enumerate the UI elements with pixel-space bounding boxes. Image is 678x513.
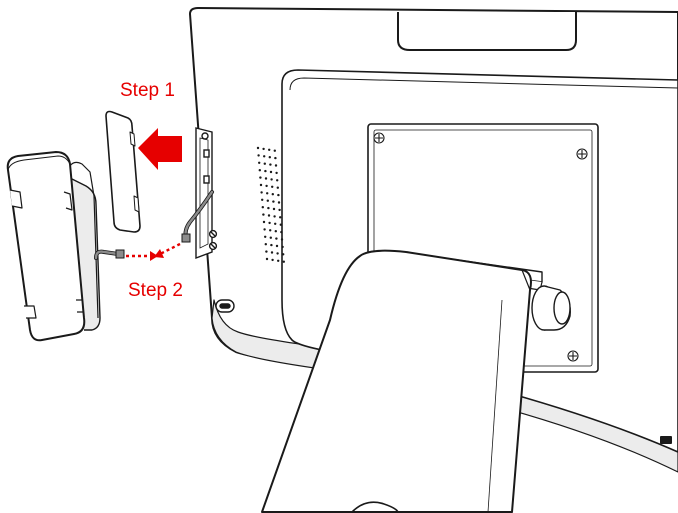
vent-hole (276, 252, 279, 255)
vent-hole (271, 185, 274, 188)
accessory-module (6, 151, 101, 342)
vent-hole (266, 192, 269, 195)
vent-hole (265, 250, 268, 253)
vent-hole (256, 146, 260, 150)
vent-hole (275, 244, 279, 248)
vent-hole (264, 235, 267, 238)
vent-hole (265, 257, 269, 261)
vent-hole (273, 215, 276, 218)
screw-icon (567, 350, 579, 362)
cables (94, 190, 214, 260)
stand-neck (261, 249, 532, 513)
step1-arrow-icon (138, 128, 182, 170)
ventilation-grille (256, 146, 285, 263)
lock-slot (215, 299, 235, 313)
vent-hole (267, 214, 271, 217)
vent-hole (266, 199, 269, 202)
vent-hole (274, 156, 277, 160)
vent-hole (263, 155, 266, 158)
vent-hole (263, 162, 266, 165)
vent-hole (269, 229, 272, 232)
vent-hole (270, 178, 273, 181)
vent-hole (270, 243, 273, 247)
vent-hole (268, 221, 271, 225)
vent-hole (262, 213, 265, 216)
vent-hole (269, 163, 272, 166)
vent-hole (268, 148, 271, 151)
vent-hole (269, 236, 272, 239)
back-plate-inner-edge (289, 77, 678, 91)
vent-hole (275, 237, 278, 240)
vent-hole (275, 171, 278, 175)
vent-hole (264, 169, 267, 173)
top-handle (397, 12, 577, 51)
vent-hole (272, 200, 275, 203)
module-cable-connector (115, 249, 125, 259)
screw-icon (576, 148, 588, 160)
vent-hole (272, 207, 276, 211)
vent-hole (280, 230, 283, 234)
vent-hole (269, 170, 273, 174)
vent-hole (278, 208, 281, 212)
vent-hole (263, 228, 266, 231)
vent-hole (261, 206, 264, 209)
vent-hole (281, 245, 284, 249)
step2-label: Step 2 (128, 280, 183, 301)
vent-hole (276, 186, 279, 189)
vent-hole (276, 179, 279, 182)
vent-hole (282, 260, 285, 263)
screw-icon (373, 132, 385, 144)
vent-hole (258, 169, 261, 172)
vent-hole (277, 259, 280, 262)
stand-base-cutout (351, 501, 399, 513)
vent-hole (282, 253, 285, 256)
arrowhead-right-icon (150, 251, 158, 261)
vent-hole (264, 177, 268, 180)
bottom-right-port (660, 436, 672, 444)
vent-hole (277, 201, 281, 204)
vent-hole (279, 216, 282, 219)
hinge-knob (531, 285, 571, 331)
vent-hole (262, 147, 265, 151)
vent-hole (280, 238, 284, 241)
step2-dotted-arrows (126, 242, 181, 258)
vent-hole (258, 161, 261, 164)
vent-hole (261, 198, 264, 201)
dotted-arrow-left-icon (159, 242, 181, 256)
vent-hole (265, 184, 268, 188)
vent-hole (268, 156, 271, 159)
vent-hole (271, 193, 274, 196)
vent-hole (257, 154, 260, 157)
vent-hole (273, 149, 276, 152)
vent-hole (259, 183, 263, 187)
vent-hole (267, 206, 270, 210)
vent-hole (259, 176, 262, 179)
vent-hole (274, 164, 278, 167)
vent-hole (277, 193, 280, 197)
vent-hole (270, 251, 274, 254)
vent-hole (274, 222, 277, 225)
side-cover (105, 110, 141, 233)
vent-hole (260, 191, 263, 194)
step1-label: Step 1 (120, 80, 175, 101)
vent-hole (271, 258, 274, 262)
stand (261, 249, 571, 513)
arrowhead-left-icon (154, 249, 164, 258)
monitor-cable-connector (181, 233, 191, 243)
vent-hole (279, 223, 282, 226)
vent-hole (274, 230, 277, 233)
vent-hole (262, 220, 266, 224)
vent-hole (264, 243, 267, 246)
